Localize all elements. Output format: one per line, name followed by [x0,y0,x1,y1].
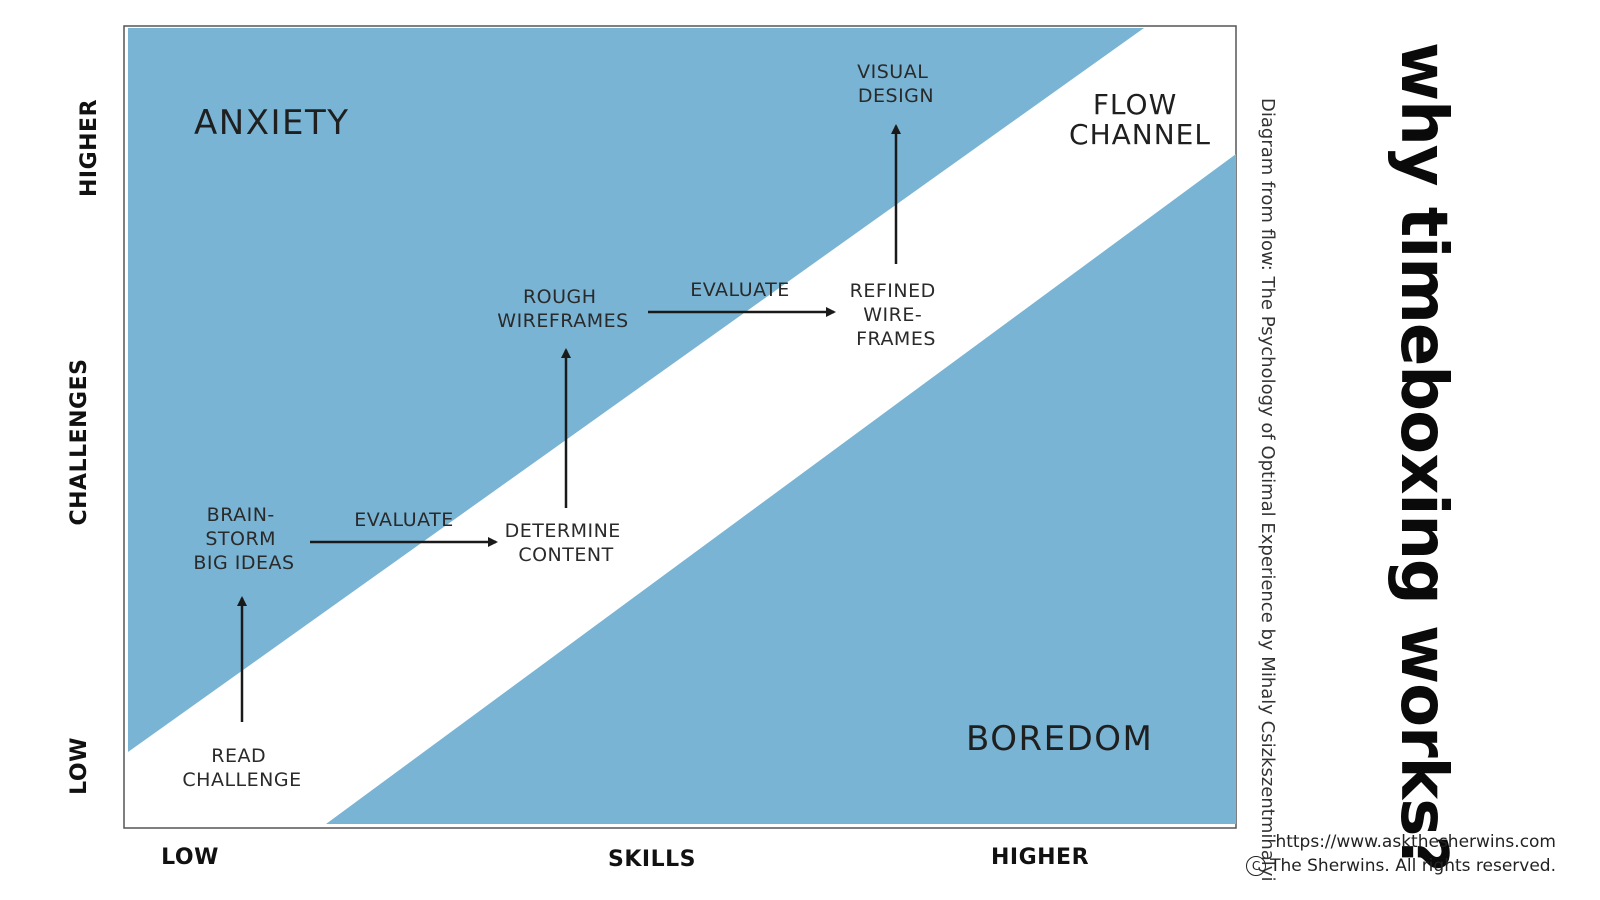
stage-visual-design: VISUAL DESIGN [857,61,935,107]
label-evaluate-1: EVALUATE [354,509,453,531]
y-axis-higher: HIGHER [77,99,102,197]
copyright-icon: C [1246,856,1267,876]
stage-read-challenge: READ CHALLENGE [182,745,301,791]
stage-refined-wireframes: REFINED WIRE- FRAMES [850,280,943,350]
boredom-zone [326,154,1236,824]
stage-determine-content: DETERMINE CONTENT [505,520,628,566]
label-evaluate-2: EVALUATE [690,279,789,301]
x-axis-title: SKILLS [608,847,696,872]
y-axis-low: LOW [67,737,92,795]
y-axis-title: CHALLENGES [67,359,92,526]
headline: why timeboxing works? [1386,42,1460,872]
diagram-credit: Diagram from flow: The Psychology of Opt… [1257,98,1278,882]
x-axis-higher: HIGHER [991,845,1089,870]
region-boredom: BOREDOM [966,719,1153,759]
copyright-text: The Sherwins. All rights reserved. [1270,856,1556,876]
x-axis-low: LOW [161,845,219,870]
stage-brainstorm: BRAIN- STORM BIG IDEAS [193,504,294,574]
region-anxiety: ANXIETY [194,103,350,143]
footer-url[interactable]: https://www.askthesherwins.com [1275,832,1556,852]
anxiety-zone [128,28,1144,752]
region-flow-channel: FLOW CHANNEL [1069,88,1211,151]
stage-rough-wireframes: ROUGH WIREFRAMES [497,286,628,332]
